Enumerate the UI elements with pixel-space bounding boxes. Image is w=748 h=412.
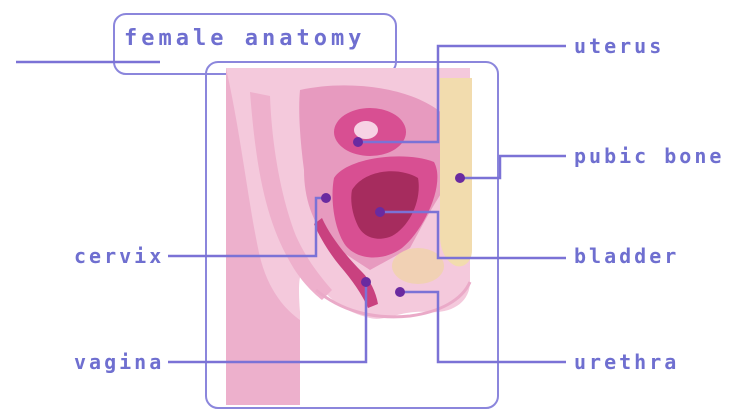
label-uterus: uterus bbox=[574, 36, 664, 56]
uterus-dot bbox=[353, 137, 363, 147]
bladder-shape bbox=[392, 248, 444, 284]
label-urethra: urethra bbox=[574, 352, 679, 372]
vagina-dot bbox=[361, 277, 371, 287]
label-cervix: cervix bbox=[74, 246, 164, 266]
urethra-dot bbox=[395, 287, 405, 297]
label-pubic-bone: pubic bone bbox=[574, 146, 724, 166]
label-vagina: vagina bbox=[74, 352, 164, 372]
diagram-title: female anatomy bbox=[124, 28, 365, 50]
uterus-highlight bbox=[354, 121, 378, 139]
pubic-bone-leader bbox=[460, 156, 566, 178]
label-bladder: bladder bbox=[574, 246, 679, 266]
pubic-bone-dot bbox=[455, 173, 465, 183]
bladder-dot bbox=[375, 207, 385, 217]
cervix-dot bbox=[321, 193, 331, 203]
pubic-bone-shape bbox=[440, 78, 472, 266]
